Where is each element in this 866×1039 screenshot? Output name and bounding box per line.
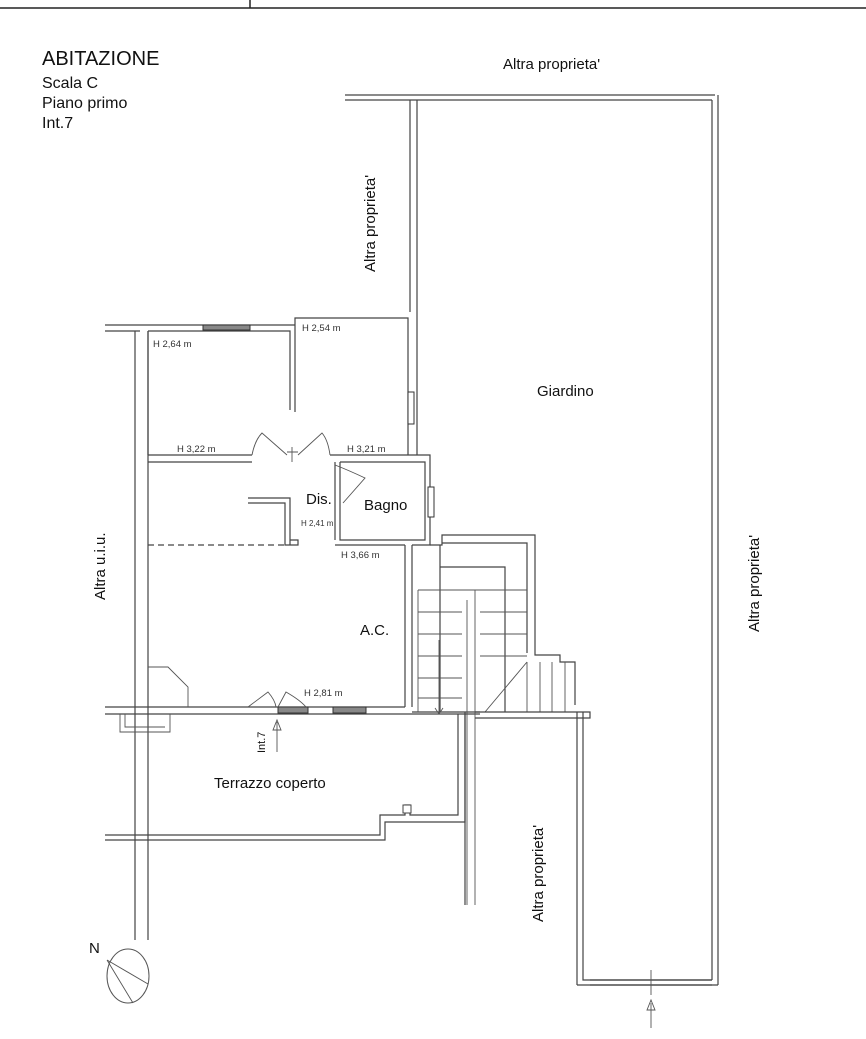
height-label: H 3,22 m (177, 444, 216, 455)
entrance-arrow (272, 718, 282, 752)
neighbor-bottom: Altra proprieta' (530, 824, 547, 922)
height-label: H 3,21 m (347, 444, 386, 455)
compass-north-label: N (89, 940, 100, 957)
height-label: H 2,64 m (153, 339, 192, 350)
height-label: H 2,54 m (302, 323, 341, 334)
height-label: H 2,81 m (304, 688, 343, 699)
plan-subtitle-stair: Scala C (42, 75, 99, 92)
plan-subtitle-unit: Int.7 (42, 115, 74, 132)
room-dis: Dis. (306, 491, 332, 508)
room-bagno: Bagno (364, 497, 408, 514)
neighbor-left: Altra u.i.u. (92, 532, 109, 600)
walls (105, 317, 480, 940)
room-terrazzo: Terrazzo coperto (214, 775, 326, 792)
neighbor-right: Altra proprieta' (746, 534, 763, 632)
height-label: H 3,66 m (341, 550, 380, 561)
height-label: H 2,41 m (301, 519, 334, 528)
room-giardino: Giardino (537, 383, 594, 400)
garden-boundary (345, 94, 719, 986)
room-ac: A.C. (360, 622, 390, 639)
garden-entrance-arrow (646, 970, 656, 1028)
neighbor-left-top: Altra proprieta' (362, 174, 379, 272)
plan-subtitle-floor: Piano primo (42, 95, 128, 112)
entrance-label: Int.7 (256, 731, 268, 753)
neighbor-top: Altra proprieta' (503, 56, 601, 73)
plan-title: ABITAZIONE (42, 48, 160, 70)
compass-icon (106, 948, 150, 1004)
staircase (417, 534, 591, 905)
header-frame (0, 0, 866, 9)
terrace-walls (105, 712, 466, 905)
